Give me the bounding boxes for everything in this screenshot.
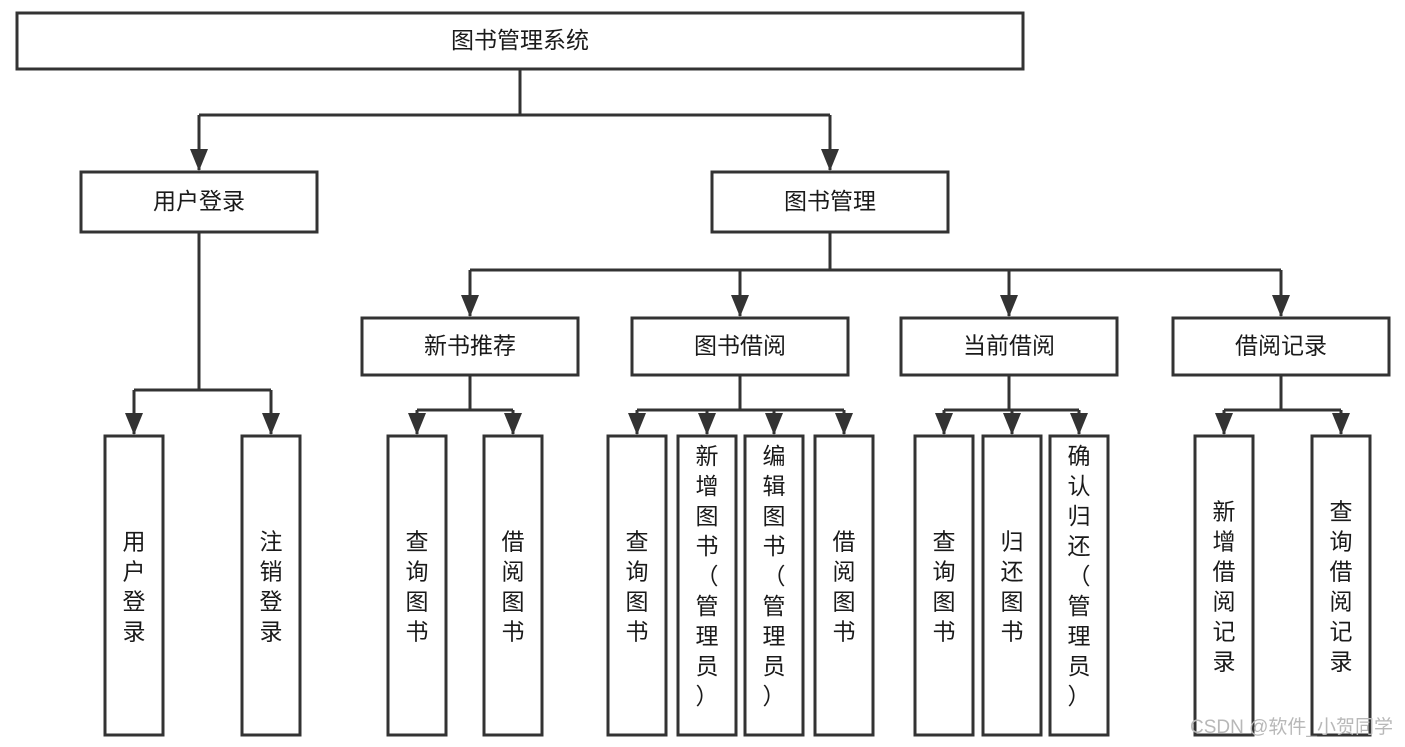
node-layer: 新书推荐图书借阅当前借阅借阅记录用户登录图书管理图书管理系统用户登录注销登录查询…: [15, 11, 1391, 737]
leafbus-current-borrow-arrow-1: [1003, 413, 1021, 435]
node-label-leaf-add-book-admin: 新增图书（管理员）: [696, 443, 719, 709]
node-label-leaf-user-login: 用户登录: [123, 529, 146, 645]
node-book-management[interactable]: 图书管理: [710, 170, 950, 234]
leafbus-user-login-arrow-1: [262, 413, 280, 435]
node-leaf-borrow-book[interactable]: 借阅图书: [813, 434, 875, 737]
leafbus-borrow-record-arrow-0: [1215, 413, 1233, 435]
node-label-leaf-return-book: 归还图书: [1001, 529, 1024, 645]
connector-layer: [125, 69, 1350, 435]
node-current-borrow[interactable]: 当前借阅: [899, 316, 1119, 377]
leafbus-borrow-record-arrow-1: [1332, 413, 1350, 435]
leafbus-book-borrow-arrow-3: [835, 413, 853, 435]
node-label-leaf-confirm-return-admin: 确认归还（管理员）: [1068, 443, 1091, 709]
node-leaf-borrow-book-recommend[interactable]: 借阅图书: [482, 434, 544, 737]
node-new-book-recommend[interactable]: 新书推荐: [360, 316, 580, 377]
leafbus-new-book-recommend-arrow-0: [408, 413, 426, 435]
node-leaf-logout-login[interactable]: 注销登录: [240, 434, 302, 737]
csdn-watermark: CSDN @软件_小贺同学: [1190, 716, 1393, 738]
root-to-level2-arrow-1: [821, 149, 839, 171]
node-label-user-login: 用户登录: [153, 188, 245, 214]
node-box-leaf-add-borrow-record: [1193, 434, 1255, 737]
node-box-leaf-query-book-recommend: [386, 434, 448, 737]
node-label-root: 图书管理系统: [451, 27, 589, 53]
node-book-borrow[interactable]: 图书借阅: [630, 316, 850, 377]
node-label-leaf-logout-login: 注销登录: [260, 529, 283, 645]
node-box-new-book-recommend: [360, 316, 580, 377]
node-box-leaf-query-book-borrow: [606, 434, 668, 737]
node-leaf-query-borrow-record[interactable]: 查询借阅记录: [1310, 434, 1372, 737]
node-label-leaf-query-borrow-record: 查询借阅记录: [1330, 499, 1353, 675]
node-box-leaf-confirm-return-admin: [1048, 434, 1110, 737]
node-leaf-confirm-return-admin[interactable]: 确认归还（管理员）: [1048, 434, 1110, 737]
leafbus-user-login-arrow-0: [125, 413, 143, 435]
node-box-book-borrow: [630, 316, 850, 377]
node-box-leaf-query-book-current: [913, 434, 975, 737]
node-label-leaf-edit-book-admin: 编辑图书（管理员）: [763, 443, 786, 709]
bookmgmt-to-level3-arrow-1: [731, 295, 749, 317]
leafbus-new-book-recommend-arrow-1: [504, 413, 522, 435]
node-leaf-add-borrow-record[interactable]: 新增借阅记录: [1193, 434, 1255, 737]
node-box-leaf-return-book: [981, 434, 1043, 737]
leafbus-book-borrow-arrow-1: [698, 413, 716, 435]
node-box-leaf-edit-book-admin: [743, 434, 805, 737]
bookmgmt-to-level3-arrow-0: [461, 295, 479, 317]
leafbus-book-borrow-arrow-2: [765, 413, 783, 435]
node-root[interactable]: 图书管理系统: [15, 11, 1025, 71]
node-label-leaf-query-book-borrow: 查询图书: [626, 529, 649, 645]
node-leaf-edit-book-admin[interactable]: 编辑图书（管理员）: [743, 434, 805, 737]
node-label-leaf-borrow-book: 借阅图书: [833, 529, 856, 645]
node-box-leaf-query-borrow-record: [1310, 434, 1372, 737]
node-leaf-user-login[interactable]: 用户登录: [103, 434, 165, 737]
node-box-leaf-logout-login: [240, 434, 302, 737]
node-label-current-borrow: 当前借阅: [963, 333, 1055, 359]
node-label-leaf-query-book-current: 查询图书: [933, 529, 956, 645]
node-box-user-login: [79, 170, 319, 234]
node-box-root: [15, 11, 1025, 71]
node-label-book-management: 图书管理: [784, 188, 876, 214]
node-box-leaf-borrow-book: [813, 434, 875, 737]
node-label-borrow-record: 借阅记录: [1235, 333, 1327, 359]
node-leaf-return-book[interactable]: 归还图书: [981, 434, 1043, 737]
node-user-login[interactable]: 用户登录: [79, 170, 319, 234]
leafbus-book-borrow-arrow-0: [628, 413, 646, 435]
node-label-leaf-query-book-recommend: 查询图书: [406, 529, 429, 645]
node-label-book-borrow: 图书借阅: [694, 333, 786, 359]
node-label-new-book-recommend: 新书推荐: [424, 333, 516, 359]
leafbus-current-borrow-arrow-2: [1070, 413, 1088, 435]
node-box-borrow-record: [1171, 316, 1391, 377]
root-to-level2-arrow-0: [190, 149, 208, 171]
leafbus-current-borrow-arrow-0: [935, 413, 953, 435]
node-leaf-query-book-borrow[interactable]: 查询图书: [606, 434, 668, 737]
node-label-leaf-add-borrow-record: 新增借阅记录: [1213, 499, 1236, 675]
node-label-leaf-borrow-book-recommend: 借阅图书: [502, 529, 525, 645]
node-leaf-query-book-recommend[interactable]: 查询图书: [386, 434, 448, 737]
node-borrow-record[interactable]: 借阅记录: [1171, 316, 1391, 377]
node-box-current-borrow: [899, 316, 1119, 377]
node-box-book-management: [710, 170, 950, 234]
node-leaf-add-book-admin[interactable]: 新增图书（管理员）: [676, 434, 738, 737]
bookmgmt-to-level3-arrow-3: [1272, 295, 1290, 317]
node-leaf-query-book-current[interactable]: 查询图书: [913, 434, 975, 737]
node-box-leaf-user-login: [103, 434, 165, 737]
node-box-leaf-add-book-admin: [676, 434, 738, 737]
node-box-leaf-borrow-book-recommend: [482, 434, 544, 737]
bookmgmt-to-level3-arrow-2: [1000, 295, 1018, 317]
